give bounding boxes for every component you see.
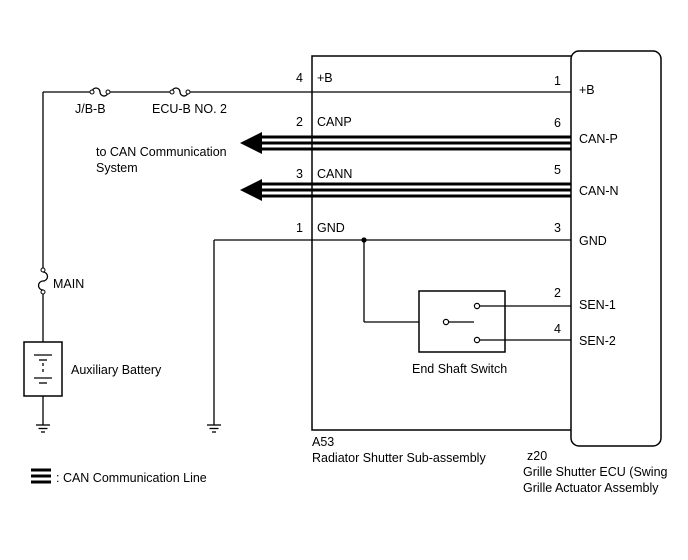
- end-shaft-switch: [418, 290, 571, 353]
- switch-label: End Shaft Switch: [412, 362, 507, 376]
- z20-pin-label: SEN-2: [579, 334, 616, 348]
- fuse-label-main: MAIN: [53, 277, 84, 291]
- fuse-label-ecu-b: ECU-B NO. 2: [152, 102, 227, 116]
- a53-pin-number: 2: [296, 115, 303, 129]
- main-fuse: [37, 267, 49, 342]
- ground-line: [207, 237, 571, 433]
- legend-can-symbol: [31, 468, 51, 484]
- a53-name: Radiator Shutter Sub-assembly: [312, 451, 486, 465]
- a53-pin-label: CANP: [317, 115, 352, 129]
- z20-pin-number: 3: [554, 221, 561, 235]
- battery-label: Auxiliary Battery: [71, 363, 162, 377]
- z20-pin-label: +B: [579, 83, 595, 97]
- can-n-line: [240, 179, 571, 201]
- z20-pin-number: 4: [554, 322, 561, 336]
- a53-code: A53: [312, 435, 334, 449]
- z20-pin-number: 6: [554, 116, 561, 130]
- a53-pin-number: 4: [296, 71, 303, 85]
- a53-pin-number: 1: [296, 221, 303, 235]
- a53-pin-label: GND: [317, 221, 345, 235]
- z20-pin-label: CAN-P: [579, 132, 618, 146]
- power-line: [42, 87, 571, 268]
- z20-pin-label: GND: [579, 234, 607, 248]
- z20-pin-number: 5: [554, 163, 561, 177]
- grille-shutter-ecu-box: [570, 50, 662, 447]
- z20-pin-number: 2: [554, 286, 561, 300]
- fuse-label-jb-b: J/B-B: [75, 102, 106, 116]
- can-p-line: [240, 132, 571, 154]
- z20-pin-label: CAN-N: [579, 184, 619, 198]
- a53-pin-number: 3: [296, 167, 303, 181]
- battery-symbol: [23, 341, 63, 433]
- a53-pin-label: CANN: [317, 167, 352, 181]
- z20-pin-number: 1: [554, 74, 561, 88]
- z20-pin-label: SEN-1: [579, 298, 616, 312]
- legend-text: : CAN Communication Line: [56, 471, 207, 485]
- a53-pin-label: +B: [317, 71, 333, 85]
- radiator-shutter-box: [311, 55, 573, 431]
- z20-code: z20: [527, 449, 547, 463]
